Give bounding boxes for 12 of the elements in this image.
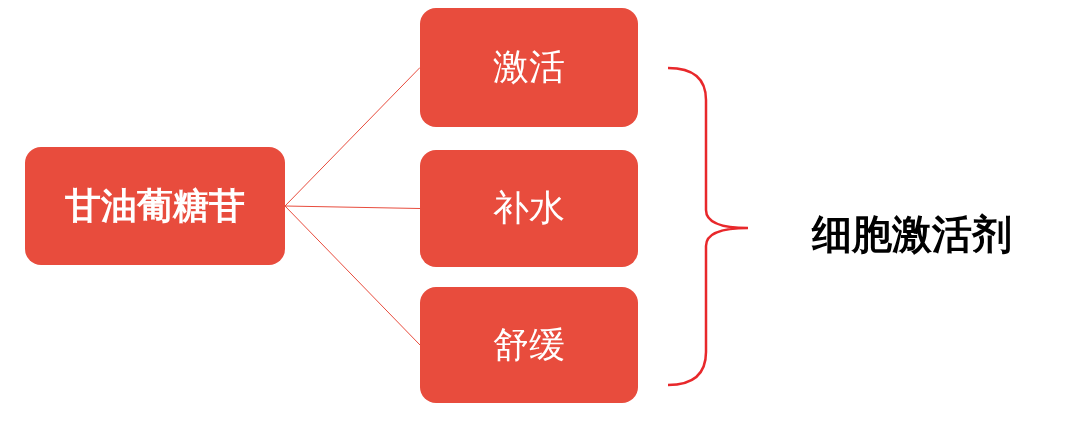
box-label: 舒缓: [493, 322, 565, 367]
process-box: [420, 8, 638, 127]
connector-line: [284, 205, 421, 209]
box-label: 甘油葡糖苷: [65, 183, 245, 228]
connector-line: [284, 67, 421, 207]
process-box: [25, 147, 285, 265]
box-label: 补水: [493, 186, 565, 230]
box-label: 激活: [493, 45, 565, 89]
process-box: [420, 287, 638, 403]
connector-line: [284, 205, 421, 346]
result-label: 细胞激活剂: [812, 210, 1012, 259]
process-box: [420, 150, 638, 267]
